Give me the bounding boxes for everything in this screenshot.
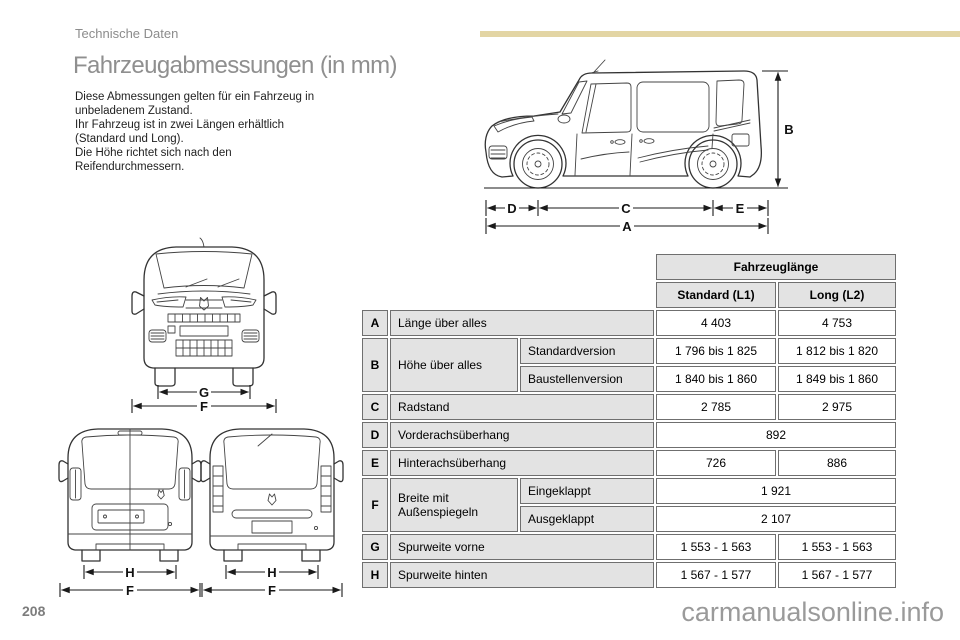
table-row-b1: B Höhe über alles Standardversion 1 796 … bbox=[362, 338, 896, 392]
dimensions-table: Fahrzeuglänge Standard (L1) Long (L2) A … bbox=[360, 252, 898, 590]
intro-line: Ihr Fahrzeug ist in zwei Längen erhältli… bbox=[75, 118, 285, 131]
rear-view-tailgate-diagram: H F bbox=[200, 428, 344, 598]
dim-label-d: D bbox=[507, 201, 516, 216]
table-subheader-row: Standard (L1) Long (L2) bbox=[362, 282, 896, 308]
intro-line: Die Höhe richtet sich nach den bbox=[75, 146, 232, 159]
value-cell: 1 567 - 1 577 bbox=[656, 562, 776, 588]
intro-line: unbeladenem Zustand. bbox=[75, 104, 193, 117]
value-cell: 892 bbox=[656, 422, 896, 448]
table-row-g: G Spurweite vorne 1 553 - 1 563 1 553 - … bbox=[362, 534, 896, 560]
dim-label-b: B bbox=[784, 122, 793, 137]
row-key-cell: F bbox=[362, 478, 388, 532]
rear-view-doors-diagram: H F bbox=[58, 428, 202, 598]
table-row-d: D Vorderachsüberhang 892 bbox=[362, 422, 896, 448]
value-cell: 1 567 - 1 577 bbox=[778, 562, 896, 588]
row-label-cell: Hinterachsüberhang bbox=[390, 450, 654, 476]
brand-lion-icon bbox=[199, 297, 209, 311]
ghost-cell bbox=[362, 254, 654, 280]
table-row-h: H Spurweite hinten 1 567 - 1 577 1 567 -… bbox=[362, 562, 896, 588]
row-key-cell: E bbox=[362, 450, 388, 476]
value-cell: 4 753 bbox=[778, 310, 896, 336]
value-cell: 1 849 bis 1 860 bbox=[778, 366, 896, 392]
brand-lion-icon bbox=[267, 493, 277, 506]
row-label-cell: Breite mit Außenspiegeln bbox=[390, 478, 518, 532]
table-group-header: Fahrzeuglänge bbox=[656, 254, 896, 280]
row-label-cell: Radstand bbox=[390, 394, 654, 420]
table-row-c: C Radstand 2 785 2 975 bbox=[362, 394, 896, 420]
dim-label-a: A bbox=[622, 219, 632, 234]
col-header-long: Long (L2) bbox=[778, 282, 896, 308]
value-cell: 886 bbox=[778, 450, 896, 476]
dim-label-f: F bbox=[200, 399, 208, 414]
table-row-b2: Baustellenversion 1 840 bis 1 860 1 849 … bbox=[362, 366, 896, 392]
table-header-row: Fahrzeuglänge bbox=[362, 254, 896, 280]
value-cell: 1 553 - 1 563 bbox=[656, 534, 776, 560]
dim-label-h: H bbox=[267, 565, 276, 580]
page-number: 208 bbox=[22, 603, 46, 619]
brand-lion-icon bbox=[157, 489, 165, 500]
intro-line: Diese Abmessungen gelten für ein Fahrzeu… bbox=[75, 91, 315, 103]
row-label-cell: Länge über alles bbox=[390, 310, 654, 336]
row-key-cell: H bbox=[362, 562, 388, 588]
row-key-cell: B bbox=[362, 338, 388, 392]
dim-label-h: H bbox=[125, 565, 134, 580]
row-key-cell: C bbox=[362, 394, 388, 420]
row-sublabel-cell: Ausgeklappt bbox=[520, 506, 654, 532]
row-sublabel-cell: Eingeklappt bbox=[520, 478, 654, 504]
row-key-cell: D bbox=[362, 422, 388, 448]
dim-label-e: E bbox=[736, 201, 745, 216]
dim-label-f: F bbox=[268, 583, 276, 598]
row-sublabel-cell: Standardversion bbox=[520, 338, 654, 364]
watermark: carmanualsonline.info bbox=[681, 597, 944, 627]
value-cell: 1 840 bis 1 860 bbox=[656, 366, 776, 392]
intro-line: Reifendurchmessern. bbox=[75, 160, 185, 173]
row-label-cell: Höhe über alles bbox=[390, 338, 518, 392]
dim-label-c: C bbox=[621, 201, 631, 216]
row-label-cell: Spurweite vorne bbox=[390, 534, 654, 560]
value-cell: 2 107 bbox=[656, 506, 896, 532]
row-label-cell: Vorderachsüberhang bbox=[390, 422, 654, 448]
value-cell: 1 921 bbox=[656, 478, 896, 504]
row-label-cell: Spurweite hinten bbox=[390, 562, 654, 588]
accent-bar-fill bbox=[480, 31, 960, 37]
value-cell: 1 796 bis 1 825 bbox=[656, 338, 776, 364]
table-row-a: A Länge über alles 4 403 4 753 bbox=[362, 310, 896, 336]
table-row-e: E Hinterachsüberhang 726 886 bbox=[362, 450, 896, 476]
row-sublabel-cell: Baustellenversion bbox=[520, 366, 654, 392]
value-cell: 1 812 bis 1 820 bbox=[778, 338, 896, 364]
dim-label-g: G bbox=[199, 385, 209, 400]
value-cell: 2 975 bbox=[778, 394, 896, 420]
dim-label-f: F bbox=[126, 583, 134, 598]
page-title: Fahrzeugabmessungen (in mm) bbox=[73, 52, 398, 79]
accent-bar bbox=[480, 31, 960, 37]
value-cell: 2 785 bbox=[656, 394, 776, 420]
row-key-cell: G bbox=[362, 534, 388, 560]
value-cell: 726 bbox=[656, 450, 776, 476]
front-view-diagram: G F bbox=[131, 237, 277, 414]
side-view-diagram: B D C E A bbox=[484, 59, 794, 234]
breadcrumb: Technische Daten bbox=[75, 26, 179, 41]
table-row-f1: F Breite mit Außenspiegeln Eingeklappt 1… bbox=[362, 478, 896, 532]
value-cell: 4 403 bbox=[656, 310, 776, 336]
row-key-cell: A bbox=[362, 310, 388, 336]
intro-paragraph: Diese Abmessungen gelten für ein Fahrzeu… bbox=[75, 91, 314, 174]
intro-line: (Standard und Long). bbox=[75, 132, 184, 145]
value-cell: 1 553 - 1 563 bbox=[778, 534, 896, 560]
ghost-cell bbox=[362, 282, 654, 308]
col-header-standard: Standard (L1) bbox=[656, 282, 776, 308]
table-row-f2: Ausgeklappt 2 107 bbox=[362, 506, 896, 532]
